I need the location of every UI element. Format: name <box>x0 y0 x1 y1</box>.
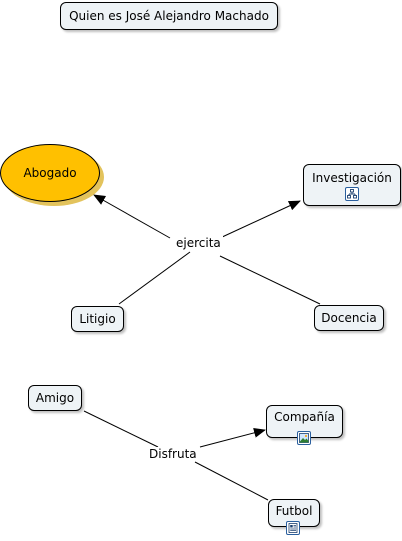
concept-docencia[interactable]: Docencia <box>314 305 384 331</box>
linking-phrase-disfruta-text: Disfruta <box>149 447 197 461</box>
concept-docencia-label: Docencia <box>321 311 377 325</box>
concept-abogado[interactable]: Abogado <box>0 144 104 206</box>
concept-compania-label: Compañía <box>274 410 335 424</box>
line-ejercita-abogado <box>93 194 171 239</box>
linking-phrase-ejercita[interactable]: ejercita <box>174 236 223 250</box>
concept-map-icon[interactable] <box>345 187 359 201</box>
image-icon[interactable] <box>297 431 311 445</box>
line-amigo-disfruta <box>83 410 159 448</box>
concept-compania[interactable]: Compañía <box>266 405 343 438</box>
concept-litigio[interactable]: Litigio <box>71 306 124 332</box>
concept-amigo[interactable]: Amigo <box>28 385 82 411</box>
document-icon[interactable] <box>286 521 300 535</box>
concept-futbol-label: Futbol <box>275 504 313 518</box>
line-litigio-ejercita <box>118 251 191 305</box>
concept-abogado-label: Abogado <box>23 166 77 180</box>
concept-investigacion-label: Investigación <box>312 171 392 185</box>
line-docencia-ejercita <box>219 255 321 305</box>
concept-amigo-label: Amigo <box>35 391 75 405</box>
concept-litigio-label: Litigio <box>79 312 116 326</box>
line-disfruta-futbol <box>194 461 269 501</box>
linking-phrase-disfruta[interactable]: Disfruta <box>147 447 199 461</box>
concept-abogado-body: Abogado <box>0 144 100 202</box>
concept-investigacion[interactable]: Investigación <box>303 164 401 206</box>
linking-phrase-ejercita-text: ejercita <box>176 236 221 250</box>
line-ejercita-investigacion <box>219 200 301 239</box>
map-title: Quien es José Alejandro Machado <box>60 2 278 30</box>
map-title-text: Quien es José Alejandro Machado <box>69 9 269 23</box>
line-disfruta-compania <box>199 427 266 448</box>
